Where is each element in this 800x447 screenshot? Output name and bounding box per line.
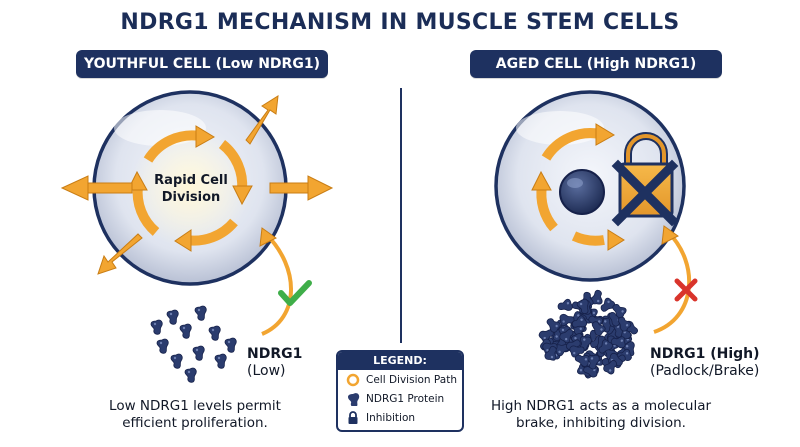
rapid-cell-division-label: Rapid Cell Division <box>154 173 228 205</box>
ndrg1-high-sublabel: (Padlock/Brake) <box>650 363 760 379</box>
aged-cell-header: AGED CELL (High NDRG1) <box>470 50 722 78</box>
ring-icon <box>346 373 360 386</box>
ndrg1-low-sublabel: (Low) <box>247 363 286 379</box>
ndrg1-proteins-low <box>150 305 237 383</box>
cross-icon <box>674 278 698 302</box>
ndrg1-protein <box>556 298 574 313</box>
page-title: NDRG1 MECHANISM IN MUSCLE STEM CELLS <box>120 10 680 35</box>
legend-item-cell-division-path: Cell Division Path <box>338 370 462 389</box>
inhibition-x-icon <box>611 159 679 227</box>
ndrg1-proteins-high <box>537 288 641 382</box>
youthful-cell <box>92 90 288 286</box>
legend: LEGEND: Cell Division Path NDRG1 Protein… <box>336 350 464 432</box>
cell-division-arrowheads-left <box>127 125 253 252</box>
protein-icon <box>348 392 360 406</box>
legend-item-inhibition: Inhibition <box>338 408 462 427</box>
youthful-cell-header: YOUTHFUL CELL (Low NDRG1) <box>76 50 328 78</box>
check-icon <box>278 280 312 306</box>
panel-divider <box>400 88 402 343</box>
left-caption: Low NDRG1 levels permit efficient prolif… <box>109 398 281 431</box>
legend-title: LEGEND: <box>338 352 462 370</box>
nucleus <box>559 169 605 215</box>
right-caption: High NDRG1 acts as a molecular brake, in… <box>490 398 712 431</box>
ndrg1-low-label: NDRG1 <box>247 346 303 362</box>
activation-arrow-left <box>261 232 293 336</box>
outward-arrows-left <box>60 95 334 275</box>
lock-icon <box>348 410 358 424</box>
legend-item-ndrg1-protein: NDRG1 Protein <box>338 389 462 408</box>
ndrg1-high-label: NDRG1 (High) <box>650 346 760 362</box>
